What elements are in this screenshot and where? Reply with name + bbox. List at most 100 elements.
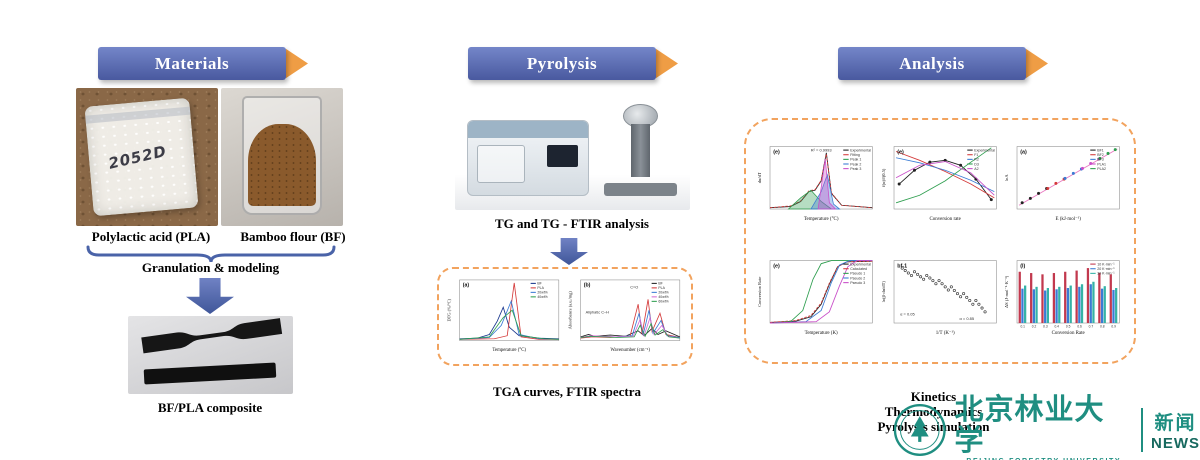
logo-divider	[1141, 408, 1143, 452]
svg-text:Experimental: Experimental	[974, 148, 995, 152]
svg-text:0.3: 0.3	[1044, 324, 1049, 328]
instrument-screen	[547, 144, 579, 167]
composite-specimens-shapes	[141, 318, 283, 385]
svg-text:Wavenumber (cm⁻¹): Wavenumber (cm⁻¹)	[610, 347, 650, 353]
caption-tg-ftir: TG and TG - FTIR analysis	[494, 216, 649, 231]
news-badge: 新闻 NEWS	[1151, 408, 1200, 452]
caption-granulation: Granulation & modeling	[141, 260, 280, 275]
banner-materials-label: Materials	[98, 47, 286, 80]
svg-text:PLA1: PLA1	[1098, 162, 1107, 166]
svg-text:Conversion rate: Conversion rate	[929, 217, 961, 222]
svg-text:Peak 2: Peak 2	[850, 162, 861, 166]
banner-pyrolysis: Pyrolysis	[468, 47, 678, 80]
svg-text:1/T (K⁻¹): 1/T (K⁻¹)	[935, 329, 954, 335]
svg-text:0.2: 0.2	[1032, 324, 1037, 328]
banner-materials: Materials	[98, 47, 308, 80]
dogbone-specimen	[141, 318, 283, 354]
svg-text:Pseudo 1: Pseudo 1	[850, 271, 865, 275]
svg-text:E (kJ·mol⁻¹): E (kJ·mol⁻¹)	[1056, 216, 1082, 222]
svg-text:Temperature (°C): Temperature (°C)	[492, 348, 526, 353]
caption-tga-ftir-results: TGA curves, FTIR spectra	[492, 384, 642, 399]
svg-text:α = 0.85: α = 0.85	[959, 315, 974, 320]
underbrace-connector	[86, 245, 336, 263]
svg-text:(e): (e)	[897, 150, 904, 156]
instrument-door	[477, 144, 526, 184]
svg-text:60wt%: 60wt%	[658, 300, 668, 304]
down-arrow-icon	[550, 238, 588, 265]
bar-specimen	[143, 362, 277, 385]
svg-text:(e): (e)	[773, 263, 780, 269]
svg-text:20wt%: 20wt%	[658, 291, 668, 295]
svg-text:0.9: 0.9	[1112, 324, 1117, 328]
svg-text:A2: A2	[974, 167, 978, 171]
svg-text:BF2: BF2	[1098, 153, 1105, 157]
news-label-en: NEWS	[1151, 435, 1200, 452]
svg-text:0.6: 0.6	[1078, 324, 1083, 328]
university-name: 北京林业大学 BEIJING FORESTRY UNIVERSITY	[955, 395, 1133, 460]
svg-text:Experimental: Experimental	[850, 148, 871, 152]
svg-text:0.7: 0.7	[1089, 324, 1094, 328]
svg-text:Conversion Rate: Conversion Rate	[1052, 330, 1086, 335]
svg-text:0.5: 0.5	[1066, 324, 1071, 328]
svg-text:30 K·min⁻¹: 30 K·min⁻¹	[1098, 271, 1116, 275]
svg-text:Calculated: Calculated	[850, 267, 867, 271]
svg-text:Pseudo 2: Pseudo 2	[850, 276, 865, 280]
svg-text:Temperature (K): Temperature (K)	[805, 330, 838, 335]
caption-kinetics: Kinetics	[910, 389, 957, 404]
svg-text:R2: R2	[974, 158, 979, 162]
news-label-cn: 新闻	[1154, 413, 1197, 434]
caption-pyrolysis-simulation: Pyrolysis simulation	[877, 419, 990, 434]
down-arrow-icon	[186, 278, 234, 314]
svg-text:Peak 1: Peak 1	[850, 158, 861, 162]
svg-text:Experimental: Experimental	[850, 262, 871, 266]
svg-text:40wt%: 40wt%	[658, 295, 668, 299]
svg-text:Absorbance (a.u./mg): Absorbance (a.u./mg)	[568, 291, 573, 330]
svg-text:(l): (l)	[1021, 263, 1026, 269]
photo-composite-specimens	[128, 316, 293, 394]
university-name-cn: 北京林业大学	[954, 394, 1105, 457]
svg-text:dα/dT: dα/dT	[757, 172, 762, 183]
svg-text:(a): (a)	[1021, 150, 1028, 156]
svg-text:α = 0.05: α = 0.05	[900, 311, 915, 316]
svg-text:BF: BF	[537, 282, 541, 286]
svg-text:(e): (e)	[773, 150, 780, 156]
svg-text:0.1: 0.1	[1021, 324, 1026, 328]
bag-seal	[84, 106, 191, 124]
svg-text:DTG (%/°C): DTG (%/°C)	[447, 298, 452, 321]
svg-text:PLA2: PLA2	[1098, 167, 1107, 171]
svg-text:R² = 0.9993: R² = 0.9993	[811, 148, 833, 153]
tga-base	[603, 182, 678, 196]
svg-text:C=O: C=O	[630, 285, 638, 289]
caption-bf: Bamboo flour (BF)	[240, 229, 346, 244]
svg-text:Aliphatic C–H: Aliphatic C–H	[586, 310, 610, 314]
svg-text:BF: BF	[658, 282, 662, 286]
bfu-emblem-icon	[893, 404, 946, 456]
banner-analysis: Analysis	[838, 47, 1048, 80]
svg-text:20 K·min⁻¹: 20 K·min⁻¹	[1098, 267, 1116, 271]
svg-text:0.8: 0.8	[1100, 324, 1105, 328]
photo-pla-pellets: 2052D	[76, 88, 218, 226]
svg-text:(b): (b)	[584, 283, 591, 289]
svg-text:20wt%: 20wt%	[537, 291, 547, 295]
svg-text:BF1: BF1	[1098, 148, 1105, 152]
svg-text:Peak 3: Peak 3	[850, 167, 861, 171]
svg-text:ΔS (J·mol⁻¹·K⁻¹): ΔS (J·mol⁻¹·K⁻¹)	[1004, 275, 1009, 308]
photo-tg-ftir-instruments	[455, 92, 690, 210]
banner-pyrolysis-label: Pyrolysis	[468, 47, 656, 80]
svg-text:Conversion Rate: Conversion Rate	[757, 276, 762, 306]
banner-analysis-label: Analysis	[838, 47, 1026, 80]
svg-text:Fitting: Fitting	[850, 153, 860, 157]
bag-handwritten-label: 2052D	[106, 142, 169, 173]
caption-composite: BF/PLA composite	[157, 400, 263, 415]
svg-text:D3: D3	[974, 162, 979, 166]
